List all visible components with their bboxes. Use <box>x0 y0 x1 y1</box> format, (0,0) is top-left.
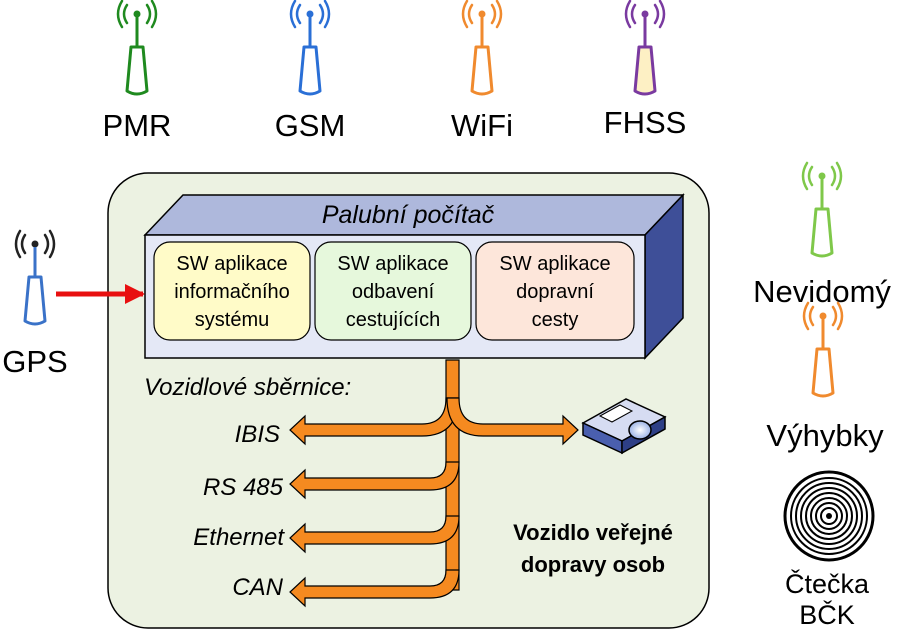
antenna-icon <box>116 0 158 96</box>
app-label-line2: informačního <box>174 281 290 303</box>
antenna-nevidomy <box>801 161 843 258</box>
antenna-label-gps: GPS <box>2 344 67 379</box>
app-label-line3: cestujících <box>346 309 440 331</box>
bus-label-ibis: IBIS <box>235 421 280 448</box>
app-label-line1: SW aplikace <box>176 253 287 275</box>
bus-label-rs485: RS 485 <box>203 474 284 501</box>
bus-heading: Vozidlové sběrnice: <box>144 374 351 401</box>
card-reader-icon <box>783 470 875 562</box>
card-reader-label-line1: Čtečka <box>785 568 870 599</box>
vehicle-label-line2: dopravy osob <box>521 552 665 577</box>
antenna-fhss <box>624 0 666 96</box>
antenna-icon <box>289 0 331 96</box>
antenna-gps <box>14 229 56 326</box>
bus-branch-projector <box>446 397 579 446</box>
antenna-label-gsm: GSM <box>275 108 346 143</box>
antenna-vyhybky <box>802 301 844 398</box>
app-box-information-system: SW aplikace informačního systému <box>153 241 311 341</box>
antenna-pmr <box>116 0 158 96</box>
antenna-icon <box>14 229 56 326</box>
antenna-gsm <box>289 0 331 96</box>
app-label-line3: systému <box>195 309 269 331</box>
bus-label-can: CAN <box>232 574 283 601</box>
vehicle-label-line1: Vozidlo veřejné <box>513 520 673 545</box>
antenna-wifi <box>461 0 503 96</box>
antenna-label-pmr: PMR <box>103 108 172 143</box>
app-label-line3: cesty <box>532 309 579 331</box>
computer-title: Palubní počítač <box>322 201 495 229</box>
app-box-transport-route: SW aplikace dopravní cesty <box>475 241 635 341</box>
vehicle-bus-lines <box>289 359 579 608</box>
antenna-label-vyhybky: Výhybky <box>766 418 884 453</box>
antenna-label-wifi: WiFi <box>451 108 513 143</box>
projector-icon <box>581 398 667 455</box>
antenna-label-fhss: FHSS <box>604 105 687 140</box>
bus-branch-rs485 <box>289 461 460 500</box>
app-label-line1: SW aplikace <box>499 253 610 275</box>
antenna-icon <box>624 0 666 96</box>
bus-branch-ethernet <box>289 515 460 554</box>
antenna-label-nevidomy: Nevidomý <box>753 274 891 309</box>
app-label-line2: dopravní <box>516 281 594 303</box>
app-box-passenger-handling: SW aplikace odbavení cestujících <box>314 241 472 341</box>
app-label-line2: odbavení <box>352 281 435 303</box>
app-label-line1: SW aplikace <box>337 253 448 275</box>
card-reader-label-line2: BČK <box>799 599 855 630</box>
antenna-icon <box>802 301 844 398</box>
bus-label-ethernet: Ethernet <box>193 524 285 551</box>
bus-branch-can <box>289 569 460 608</box>
antenna-icon <box>461 0 503 96</box>
onboard-computer: Palubní počítač SW aplikace informačního… <box>143 193 685 360</box>
antenna-icon <box>801 161 843 258</box>
